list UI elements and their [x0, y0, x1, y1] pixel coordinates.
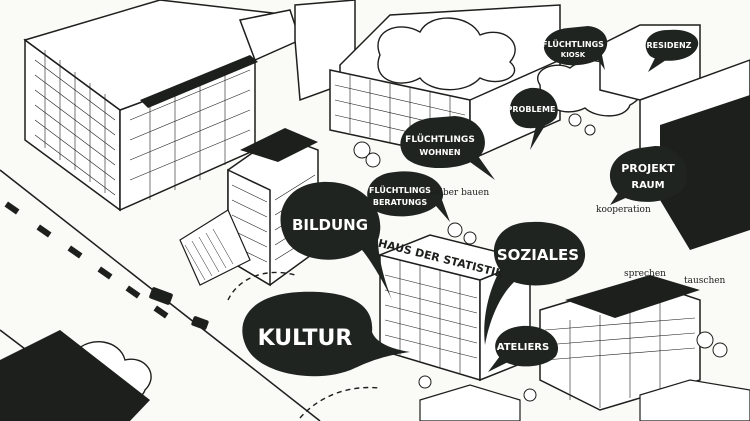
- bubble-label-wohnen-line2: WOHNEN: [419, 148, 460, 157]
- bubble-label-bildung: BILDUNG: [292, 216, 368, 234]
- bubble-bildung: BILDUNG: [280, 181, 392, 300]
- residence-building: [599, 24, 750, 250]
- trees: [353, 113, 728, 402]
- bubble-soziales: SOZIALES: [484, 221, 586, 345]
- left-slab-building: [23, 0, 356, 212]
- annotation-tauschen: tauschen: [684, 276, 726, 286]
- bubble-ateliers: ATELIERS: [488, 325, 559, 372]
- bubble-label-wohnen-line1: FLÜCHTLINGS: [405, 134, 475, 145]
- bubble-label-kiosk-line1: FLÜCHTLINGS: [542, 39, 604, 49]
- bubble-label-projekt-line2: RAUM: [631, 180, 664, 191]
- street: [0, 169, 321, 421]
- bubble-label-probleme: PROBLEME: [507, 105, 556, 114]
- bubble-label-kiosk-line2: KIOSK: [561, 51, 586, 59]
- car: [149, 287, 209, 330]
- bubble-fluechtlings-wohnen: FLÜCHTLINGS WOHNEN: [400, 116, 495, 180]
- bubble-label-beratungs-line1: FLÜCHTLINGS: [369, 185, 431, 195]
- bubble-label-projekt-line1: PROJEKT: [621, 162, 675, 175]
- bubble-label-beratungs-line2: BERATUNGS: [373, 198, 428, 207]
- bubble-probleme: PROBLEME: [507, 87, 558, 150]
- bottom-left-building: [0, 330, 750, 421]
- annotation-sprechen: sprechen: [624, 269, 666, 279]
- annotation-kooperation: kooperation: [596, 205, 651, 215]
- bubble-label-soziales: SOZIALES: [497, 246, 579, 264]
- bubble-projekt-raum: PROJEKT RAUM: [609, 146, 687, 205]
- lane-markings: [4, 201, 169, 319]
- annotation-selber-bauen: selber bauen: [430, 188, 489, 198]
- bubble-label-ateliers: ATELIERS: [497, 342, 549, 353]
- bubble-fluechtlings-beratungs: FLÜCHTLINGS BERATUNGS: [367, 171, 450, 222]
- bubble-kultur: KULTUR: [242, 291, 410, 377]
- bubble-residenz: RESIDENZ: [645, 29, 699, 72]
- bubble-fluechtlings-kiosk: FLÜCHTLINGS KIOSK: [542, 26, 608, 70]
- dashed-paths: [227, 271, 381, 419]
- bubble-label-residenz: RESIDENZ: [647, 41, 692, 50]
- bubble-label-kultur: KULTUR: [258, 326, 353, 351]
- atelier-building: [539, 275, 701, 411]
